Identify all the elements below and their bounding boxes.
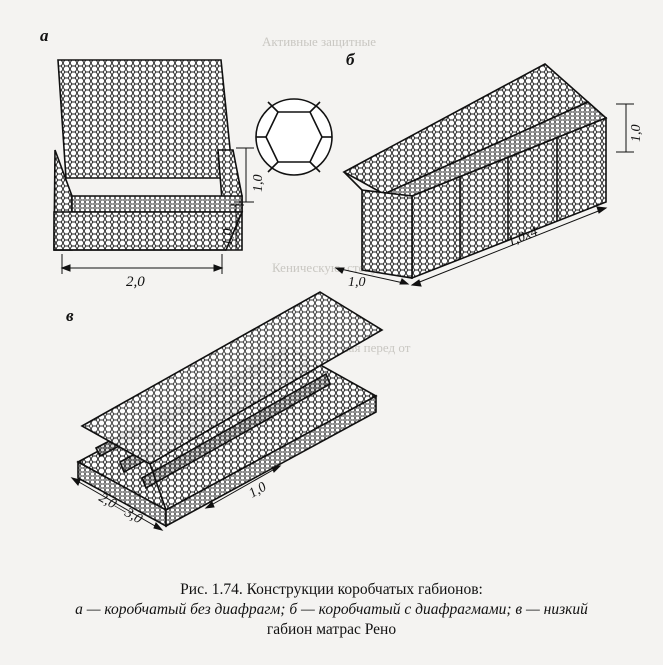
caption-line-3: габион матрас Рено: [266, 621, 397, 638]
panel-v-dimension-lines: [70, 465, 282, 531]
panel-a-depth-label: 1,0: [221, 229, 236, 247]
panel-a-width-label: 2,0: [126, 274, 145, 290]
panel-b-gabion: [342, 63, 608, 280]
panel-a-height-label: 1,0: [251, 175, 266, 193]
bleed-through-text: Активные защитные: [262, 34, 377, 49]
caption-line-2: а — коробчатый без диафрагм; б — коробча…: [75, 601, 588, 618]
figure-caption: Рис. 1.74. Конструкции коробчатых габион…: [0, 580, 663, 640]
panel-a-dimension-lines: [60, 147, 254, 274]
panel-label-b: б: [346, 50, 355, 69]
panel-a-gabion: [53, 59, 244, 251]
panel-label-a: а: [40, 26, 49, 45]
panel-v-gabion: [76, 291, 384, 528]
gabion-figure: 2,0 1,0 1,0: [53, 59, 644, 531]
panel-label-v: в: [66, 306, 74, 325]
panel-b-height-label: 1,0: [629, 125, 644, 143]
caption-title: Рис. 1.74. Конструкции коробчатых габион…: [180, 581, 483, 598]
panel-b-dimension-lines: [334, 103, 634, 287]
mesh-detail-icon: [255, 98, 333, 176]
panel-b-width-label: 1,0: [348, 275, 366, 290]
